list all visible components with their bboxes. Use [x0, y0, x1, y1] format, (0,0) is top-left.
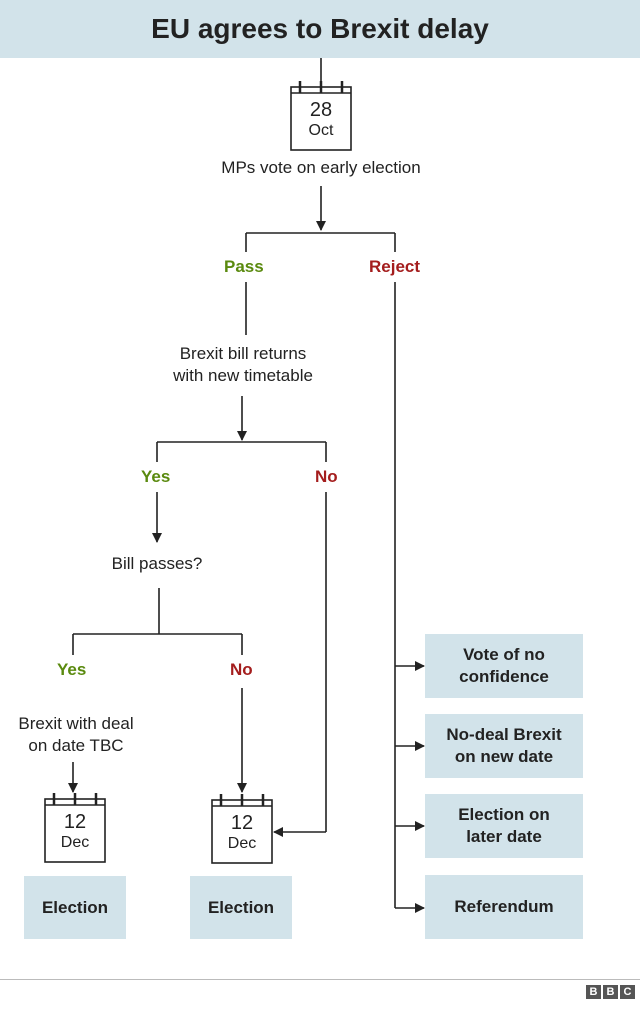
outcome-election-middle: Election: [190, 876, 292, 939]
outcome-election-later-date: Election on later date: [425, 794, 583, 858]
node-mps-vote: MPs vote on early election: [221, 158, 421, 177]
outcome-no-deal-brexit: No-deal Brexit on new date: [425, 714, 583, 778]
node-bill-returns-line1: Brexit bill returns: [179, 344, 307, 363]
bbc-logo-letter: B: [603, 985, 618, 999]
outcome-line1: Referendum: [454, 897, 554, 916]
label-no-1: No: [315, 467, 338, 486]
footer-divider: [0, 979, 640, 980]
label-no-2: No: [230, 660, 253, 679]
outcome-line1: No-deal Brexit: [446, 725, 562, 744]
title-bar: EU agrees to Brexit delay: [0, 0, 640, 58]
calendar-icon-28-oct: 28 Oct: [290, 80, 352, 152]
outcome-vote-of-no-confidence: Vote of no confidence: [425, 634, 583, 698]
outcome-referendum: Referendum: [425, 875, 583, 939]
node-bill-returns: Brexit bill returns with new timetable: [143, 343, 343, 387]
calendar-day: 12: [230, 812, 254, 834]
node-bill-returns-line2: with new timetable: [173, 366, 313, 385]
calendar-icon-12-dec-left: 12 Dec: [44, 792, 106, 864]
bbc-logo-letter: B: [586, 985, 601, 999]
label-yes-1: Yes: [141, 467, 171, 486]
bbc-logo: B B C: [586, 985, 635, 999]
calendar-day: 12: [63, 811, 87, 833]
calendar-frame: [211, 794, 273, 864]
label-pass: Pass: [224, 257, 264, 276]
outcome-line1: Vote of no: [463, 645, 545, 664]
outcome-election-left: Election: [24, 876, 126, 939]
calendar-day: 28: [309, 99, 333, 121]
calendar-month: Dec: [60, 834, 90, 851]
calendar-frame: [44, 793, 106, 863]
bbc-logo-letter: C: [620, 985, 635, 999]
outcome-line2: confidence: [459, 667, 549, 686]
calendar-month: Dec: [227, 835, 257, 852]
label-yes-2: Yes: [57, 660, 87, 679]
node-brexit-with-deal: Brexit with deal on date TBC: [5, 713, 147, 757]
node-deal-line2: on date TBC: [28, 736, 124, 755]
outcome-line2: later date: [466, 827, 542, 846]
page-title: EU agrees to Brexit delay: [151, 13, 489, 44]
node-deal-line1: Brexit with deal: [18, 714, 134, 733]
calendar-month: Oct: [308, 122, 334, 139]
label-reject: Reject: [369, 257, 421, 276]
calendar-icon-12-dec-middle: 12 Dec: [211, 793, 273, 865]
calendar-frame: [290, 81, 352, 151]
outcome-line2: on new date: [454, 747, 554, 766]
outcome-line1: Election on: [458, 805, 550, 824]
node-bill-passes: Bill passes?: [111, 554, 203, 573]
